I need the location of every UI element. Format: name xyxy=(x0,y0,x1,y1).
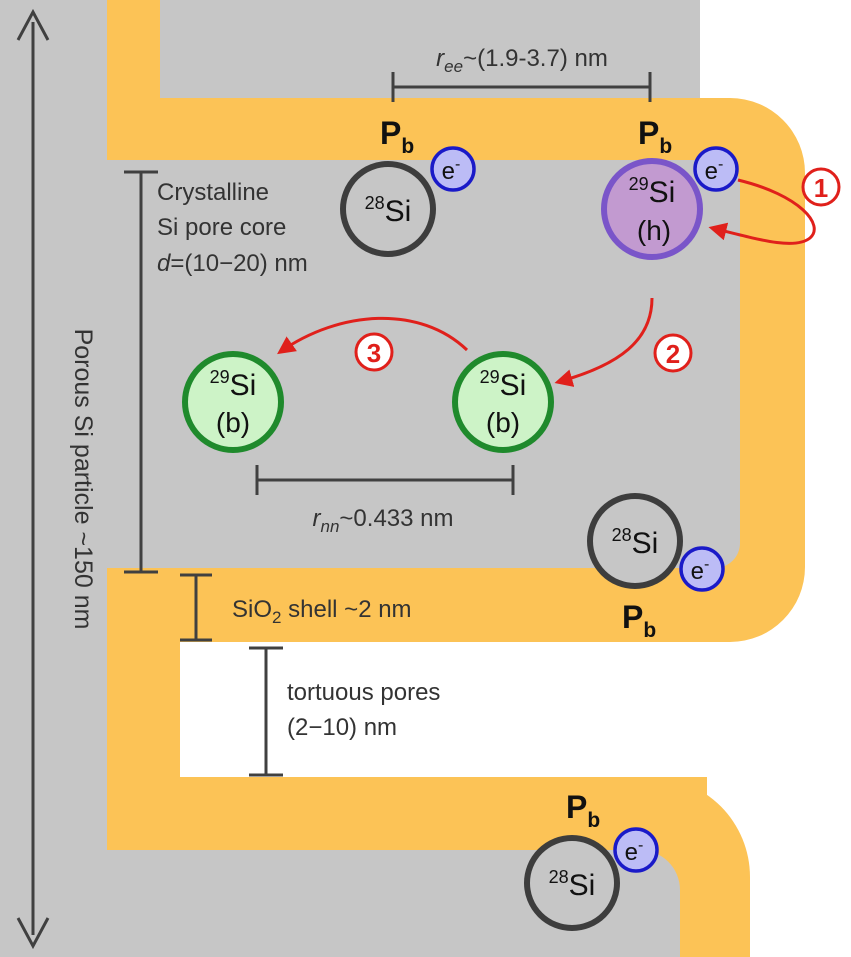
si28-label: 28Si xyxy=(612,525,659,560)
electron xyxy=(613,827,659,873)
step2-badge xyxy=(653,333,693,373)
step2-number: 2 xyxy=(666,339,680,369)
electron xyxy=(430,146,476,192)
step3-arrow xyxy=(277,316,469,355)
step1-number: 1 xyxy=(814,173,828,203)
electron-label: e- xyxy=(705,156,724,185)
si29b-tag: (b) xyxy=(216,407,250,438)
pb-defect-bottom: 28Si e- Pb xyxy=(524,789,659,931)
pb-defect-top-right: 29Si (h) e- Pb xyxy=(601,115,739,260)
electron-label: e- xyxy=(625,837,644,866)
si29b-atom-right xyxy=(452,351,554,453)
pb-defect-top-left: 28Si e- Pb xyxy=(340,115,476,257)
si28-atom xyxy=(587,493,683,589)
si28-label: 28Si xyxy=(365,193,412,228)
particle-size-arrow-top xyxy=(16,8,50,41)
electron xyxy=(679,546,725,592)
pb-label: Pb xyxy=(380,115,414,158)
electron xyxy=(693,146,739,192)
pb-label: Pb xyxy=(622,599,656,642)
si29b-label: 29Si xyxy=(480,367,527,402)
si29b-atom-left-group: 29Si (b) xyxy=(182,351,284,453)
step3-badge xyxy=(354,332,394,372)
si29h-label: 29Si xyxy=(629,174,676,209)
particle-size-label: Porous Si particle ~150 nm xyxy=(69,329,97,630)
step3-number: 3 xyxy=(367,338,381,368)
si29b-tag: (b) xyxy=(486,407,520,438)
ree-label: ree~(1.9-3.7) nm xyxy=(436,45,608,76)
rnn-label: rnn~0.433 nm xyxy=(312,505,453,536)
pb-label: Pb xyxy=(566,789,600,832)
electron-label: e- xyxy=(691,556,710,585)
si29b-atom-left xyxy=(182,351,284,453)
si29b-label: 29Si xyxy=(210,367,257,402)
core-label: Crystalline Si pore core d=(10−20) nm xyxy=(157,179,308,277)
particle-size-arrow-bottom xyxy=(16,917,50,950)
shell-label: SiO2 shell ~2 nm xyxy=(232,596,412,627)
si28-atom xyxy=(340,161,436,257)
tortuous-pore xyxy=(180,642,700,777)
step1-badge xyxy=(801,167,841,207)
oxide-pore-top xyxy=(107,777,707,850)
step1-arrow xyxy=(708,178,816,245)
step2-arrow xyxy=(554,297,654,387)
si29h-atom xyxy=(601,158,703,260)
electron-label: e- xyxy=(442,156,461,185)
si-pore-core xyxy=(107,160,740,568)
pb-defect-right: 28Si e- Pb xyxy=(587,493,725,642)
si28-label: 28Si xyxy=(549,867,596,902)
pores-label: tortuous pores (2−10) nm xyxy=(287,679,447,741)
si29b-atom-right-group: 29Si (b) xyxy=(452,351,554,453)
si29h-tag: (h) xyxy=(637,215,671,246)
pb-label: Pb xyxy=(638,115,672,158)
si28-atom xyxy=(524,835,620,931)
